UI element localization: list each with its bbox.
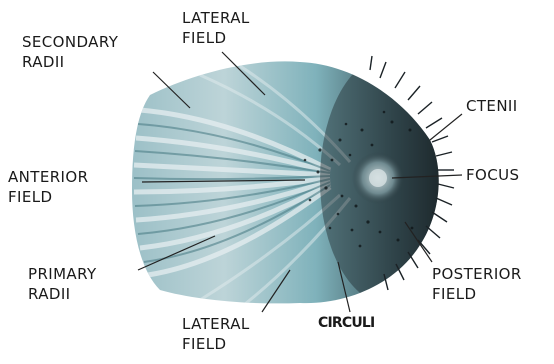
label-line: FIELD [8, 187, 88, 207]
label-posterior-field: POSTERIOR FIELD [432, 264, 522, 304]
label-line: CTENII [466, 96, 518, 116]
label-line: FIELD [432, 284, 522, 304]
label-line: LATERAL [182, 314, 250, 334]
label-primary-radii: PRIMARY RADII [28, 264, 97, 304]
label-line: PRIMARY [28, 264, 97, 284]
label-line: FOCUS [466, 165, 519, 185]
label-line: CIRCULI [318, 313, 374, 333]
label-circuli: CIRCULI [318, 313, 374, 333]
label-lateral-field-top: LATERAL FIELD [182, 8, 250, 48]
label-line: FIELD [182, 334, 250, 354]
label-line: RADII [22, 52, 118, 72]
label-line: LATERAL [182, 8, 250, 28]
label-line: SECONDARY [22, 32, 118, 52]
label-line: ANTERIOR [8, 167, 88, 187]
label-lateral-field-bottom: LATERAL FIELD [182, 314, 250, 354]
label-line: FIELD [182, 28, 250, 48]
label-ctenii: CTENII [466, 96, 518, 116]
label-line: RADII [28, 284, 97, 304]
label-secondary-radii: SECONDARY RADII [22, 32, 118, 72]
label-line: POSTERIOR [432, 264, 522, 284]
label-focus: FOCUS [466, 165, 519, 185]
label-anterior-field: ANTERIOR FIELD [8, 167, 88, 207]
